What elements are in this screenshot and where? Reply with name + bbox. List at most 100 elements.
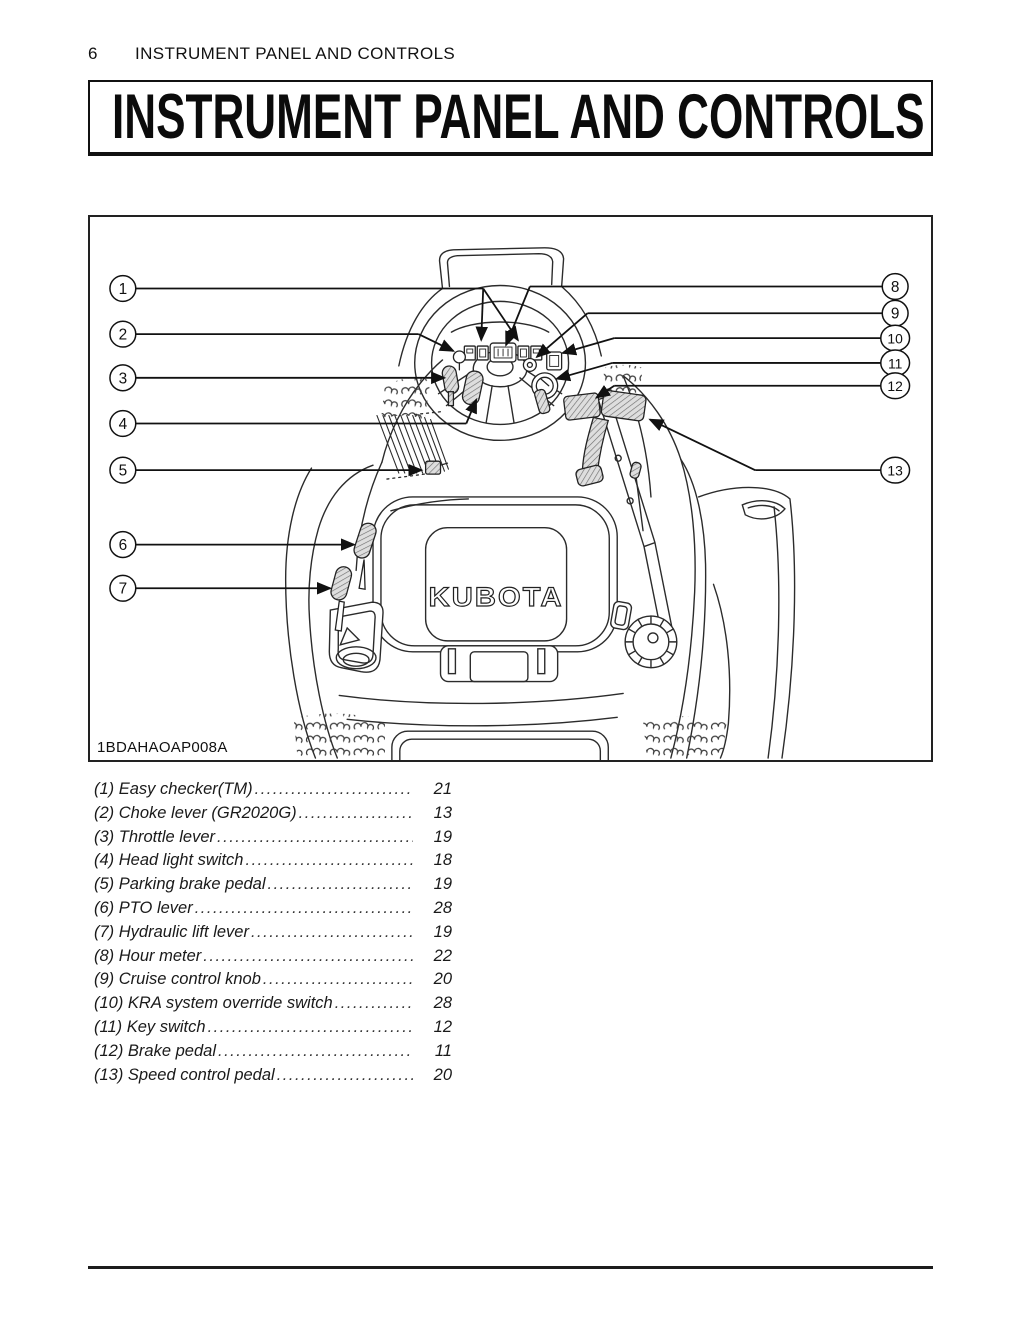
legend-dotted-leader: [277, 1066, 413, 1085]
mower-deck: [697, 486, 796, 759]
legend-item-label: (3) Throttle lever: [94, 827, 216, 846]
callout-number-7: 7: [119, 581, 128, 598]
parking-brake-pedal: [424, 460, 442, 475]
page-number: 6: [88, 44, 98, 63]
legend-dotted-leader: [268, 875, 413, 894]
legend-item: (6) PTO lever 28: [88, 899, 452, 923]
legend-dotted-leader: [195, 899, 413, 918]
running-header-title: INSTRUMENT PANEL AND CONTROLS: [135, 44, 456, 63]
legend-item: (11) Key switch 12: [88, 1018, 452, 1042]
kra-override-switch: [546, 351, 563, 371]
callout-circle-5: [109, 456, 137, 484]
callout-number-12: 12: [887, 378, 903, 394]
legend-item-page: 22: [433, 946, 452, 965]
legend-dotted-leader: [255, 780, 413, 799]
legend-item-page: 18: [433, 851, 452, 870]
callout-number-2: 2: [119, 327, 128, 344]
figure-box: KUBOTA: [88, 215, 933, 762]
legend-dotted-leader: [203, 947, 413, 966]
fuel-cap: [624, 615, 678, 669]
legend-item: (2) Choke lever (GR2020G)13: [88, 804, 452, 828]
throttle-lever-stem: [447, 391, 455, 407]
legend-item-label: (6) PTO lever: [94, 898, 193, 917]
legend-dotted-leader: [218, 1042, 413, 1061]
callout-number-13: 13: [887, 463, 903, 479]
legend-list: (1) Easy checker(TM) 21 (2) Choke lever (G…: [88, 780, 452, 1089]
tractor-diagram: KUBOTA: [109, 247, 911, 760]
legend-dotted-leader: [335, 994, 413, 1013]
legend-item-page: 19: [433, 922, 452, 941]
callout-circle-6: [109, 530, 137, 559]
legend-item-page: 21: [433, 780, 452, 798]
rops-lever-tip: [629, 461, 642, 479]
legend-item: (13) Speed control pedal20: [88, 1066, 452, 1090]
left-tire-tread: [293, 713, 385, 759]
callout-circle-4: [109, 409, 137, 438]
legend-item-page: 20: [433, 970, 452, 989]
pedal-foot: [575, 464, 604, 487]
legend-dotted-leader: [208, 1018, 413, 1037]
legend-item-label: (12) Brake pedal: [94, 1041, 216, 1060]
legend-item-label: (9) Cruise control knob: [94, 970, 261, 989]
key-switch: [531, 372, 559, 415]
legend-item-page: 28: [433, 898, 452, 917]
legend-item-label: (2) Choke lever (GR2020G): [94, 803, 297, 822]
legend-dotted-leader: [299, 804, 413, 823]
hydraulic-lift-lever: [330, 566, 353, 632]
legend-item-label: (1) Easy checker(TM): [94, 780, 253, 798]
speed-control-pedal: [600, 389, 647, 422]
hour-meter-display: [489, 342, 517, 363]
callout-circle-1: [109, 274, 137, 303]
leader-lines: [135, 285, 883, 595]
choke-knob: [452, 350, 466, 371]
callout-number-10: 10: [887, 331, 903, 347]
footer-rule: [88, 1266, 933, 1269]
right-tire-tread: [643, 716, 727, 759]
headlight-switch: [461, 370, 484, 406]
legend-item-label: (8) Hour meter: [94, 946, 202, 965]
running-header: 6 INSTRUMENT PANEL AND CONTROLS: [88, 44, 933, 64]
callout-number-6: 6: [119, 537, 128, 554]
cruise-control-knob: [522, 357, 537, 373]
callout-circle-2: [109, 320, 137, 348]
legend-item-label: (5) Parking brake pedal: [94, 875, 266, 894]
callout-circle-8: [881, 272, 909, 301]
legend-dotted-leader: [245, 851, 413, 870]
section-title: INSTRUMENT PANEL AND CONTROLS: [112, 81, 925, 152]
legend-item: (7) Hydraulic lift lever 19: [88, 923, 452, 947]
legend-item: (5) Parking brake pedal 19: [88, 875, 452, 899]
legend-item: (1) Easy checker(TM) 21: [88, 780, 452, 804]
callout-number-4: 4: [119, 416, 128, 433]
callout-number-5: 5: [119, 463, 128, 480]
legend-item-label: (4) Head light switch: [94, 851, 244, 870]
legend-item-label: (10) KRA system override switch: [94, 994, 333, 1013]
legend-item-page: 28: [433, 994, 452, 1013]
tractor-body: KUBOTA: [284, 247, 796, 760]
legend-dotted-leader: [263, 970, 413, 989]
kubota-logo-text: KUBOTA: [429, 582, 564, 612]
callout-circle-12: [880, 372, 911, 400]
legend-item-label: (11) Key switch: [94, 1017, 206, 1036]
legend-item: (12) Brake pedal11: [88, 1042, 452, 1066]
callout-circle-13: [880, 456, 911, 484]
legend-item-page: 20: [433, 1065, 452, 1084]
legend-item-page: 19: [433, 875, 452, 894]
callout-circle-7: [109, 574, 137, 602]
legend-item-label: (7) Hydraulic lift lever: [94, 922, 249, 941]
left-tire-tread-top: [380, 377, 431, 420]
legend-item: (3) Throttle lever19: [88, 828, 452, 852]
callout-number-11: 11: [888, 355, 903, 371]
pto-lever: [353, 522, 377, 591]
brake-pedal: [563, 392, 601, 421]
figure-code: 1BDAHAOAP008A: [97, 739, 232, 756]
callout-number-9: 9: [891, 306, 900, 323]
legend-item: (8) Hour meter 22: [88, 947, 452, 971]
legend-item: (10) KRA system override switch 28: [88, 994, 452, 1018]
legend-item-page: 12: [433, 1017, 452, 1036]
legend-dotted-leader: [251, 923, 413, 942]
pedal-arm: [581, 416, 610, 473]
callout-number-3: 3: [119, 370, 128, 387]
section-title-banner: INSTRUMENT PANEL AND CONTROLS: [88, 80, 933, 156]
legend-item: (9) Cruise control knob 20: [88, 970, 452, 994]
